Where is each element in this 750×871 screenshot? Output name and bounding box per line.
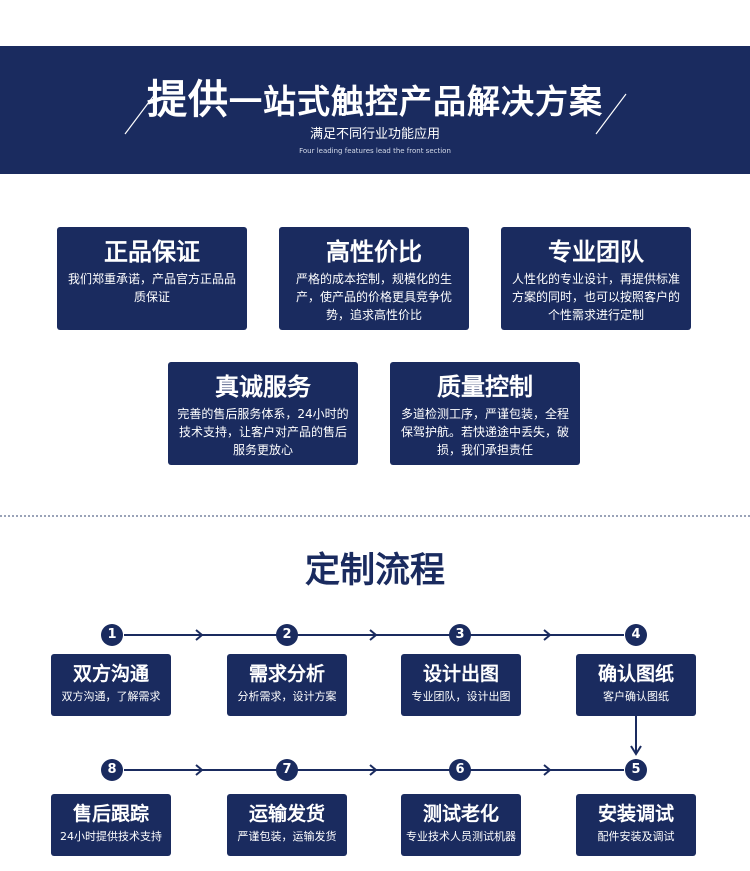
step-number-3: 3 [449, 624, 471, 646]
feature-title: 真诚服务 [215, 373, 311, 401]
step-desc: 24小时提供技术支持 [60, 830, 162, 843]
step-title: 设计出图 [422, 663, 499, 685]
step-card-confirm: 确认图纸 客户确认图纸 [576, 654, 696, 716]
feature-card-genuine: 正品保证 我们郑重承诺，产品官方正品品质保证 [57, 227, 247, 330]
step-number-2: 2 [276, 624, 298, 646]
feature-card-value: 高性价比 严格的成本控制，规模化的生产，使产品的价格更具竞争优势，追求高性价比 [279, 227, 469, 330]
step-card-design: 设计出图 专业团队，设计出图 [401, 654, 521, 716]
step-title: 确认图纸 [597, 663, 674, 685]
banner-title: 提供一站式触控产品解决方案 [0, 80, 750, 122]
step-number-5: 5 [625, 759, 647, 781]
banner-subtitle-en: Four leading features lead the front sec… [299, 147, 451, 155]
chevron-right-icon [543, 764, 552, 776]
step-desc: 专业团队，设计出图 [411, 690, 511, 703]
header-banner: 提供一站式触控产品解决方案 满足不同行业功能应用 Four leading fe… [0, 46, 750, 174]
step-title: 运输发货 [248, 803, 325, 825]
feature-desc: 人性化的专业设计，再提供标准方案的同时，也可以按照客户的个性需求进行定制 [511, 272, 680, 322]
step-card-communicate: 双方沟通 双方沟通，了解需求 [51, 654, 171, 716]
feature-desc: 多道检测工序，严谨包装，全程保驾护航。若快递途中丢失，破损，我们承担责任 [400, 407, 569, 457]
left-slash-decoration [124, 93, 156, 135]
process-title: 定制流程 [304, 551, 445, 591]
step-card-analysis: 需求分析 分析需求，设计方案 [227, 654, 347, 716]
step-number-4: 4 [625, 624, 647, 646]
step-card-aftersales: 售后跟踪 24小时提供技术支持 [51, 794, 171, 856]
feature-card-service: 真诚服务 完善的售后服务体系，24小时的技术支持，让客户对产品的售后服务更放心 [168, 362, 358, 465]
feature-card-team: 专业团队 人性化的专业设计，再提供标准方案的同时，也可以按照客户的个性需求进行定… [501, 227, 691, 330]
step-desc: 双方沟通，了解需求 [61, 690, 161, 703]
step-title: 双方沟通 [72, 663, 149, 685]
feature-title: 高性价比 [326, 238, 422, 266]
step-number-6: 6 [449, 759, 471, 781]
feature-title: 专业团队 [548, 238, 644, 266]
step-title: 需求分析 [248, 663, 325, 685]
feature-desc: 完善的售后服务体系，24小时的技术支持，让客户对产品的售后服务更放心 [177, 407, 349, 457]
step-card-shipping: 运输发货 严谨包装，运输发货 [227, 794, 347, 856]
step-title: 售后跟踪 [72, 803, 149, 825]
step-number-8: 8 [101, 759, 123, 781]
banner-title-lead: 提供 [147, 77, 229, 123]
feature-desc: 严格的成本控制，规模化的生产，使产品的价格更具竞争优势，追求高性价比 [295, 272, 452, 322]
step-desc: 严谨包装，运输发货 [237, 830, 337, 843]
banner-subtitle: 满足不同行业功能应用 [309, 127, 440, 142]
chevron-right-icon [195, 764, 204, 776]
feature-desc: 我们郑重承诺，产品官方正品品质保证 [67, 272, 236, 304]
chevron-right-icon [369, 629, 378, 641]
feature-card-quality: 质量控制 多道检测工序，严谨包装，全程保驾护航。若快递途中丢失，破损，我们承担责… [390, 362, 580, 465]
dotted-divider [0, 515, 750, 517]
feature-title: 正品保证 [104, 238, 200, 266]
step-desc: 配件安装及调试 [597, 830, 675, 843]
feature-title: 质量控制 [437, 373, 533, 401]
step-card-testing: 测试老化 专业技术人员测试机器 [401, 794, 521, 856]
step-title: 安装调试 [597, 803, 674, 825]
chevron-right-icon [543, 629, 552, 641]
step-number-7: 7 [276, 759, 298, 781]
step-number-1: 1 [101, 624, 123, 646]
chevron-right-icon [195, 629, 204, 641]
step-desc: 分析需求，设计方案 [237, 690, 337, 703]
step-title: 测试老化 [422, 803, 499, 825]
chevron-right-icon [369, 764, 378, 776]
banner-title-rest: 一站式触控产品解决方案 [229, 82, 603, 121]
step-desc: 客户确认图纸 [603, 690, 669, 703]
right-slash-decoration [595, 93, 627, 135]
step-card-install: 安装调试 配件安装及调试 [576, 794, 696, 856]
step-desc: 专业技术人员测试机器 [406, 830, 516, 843]
